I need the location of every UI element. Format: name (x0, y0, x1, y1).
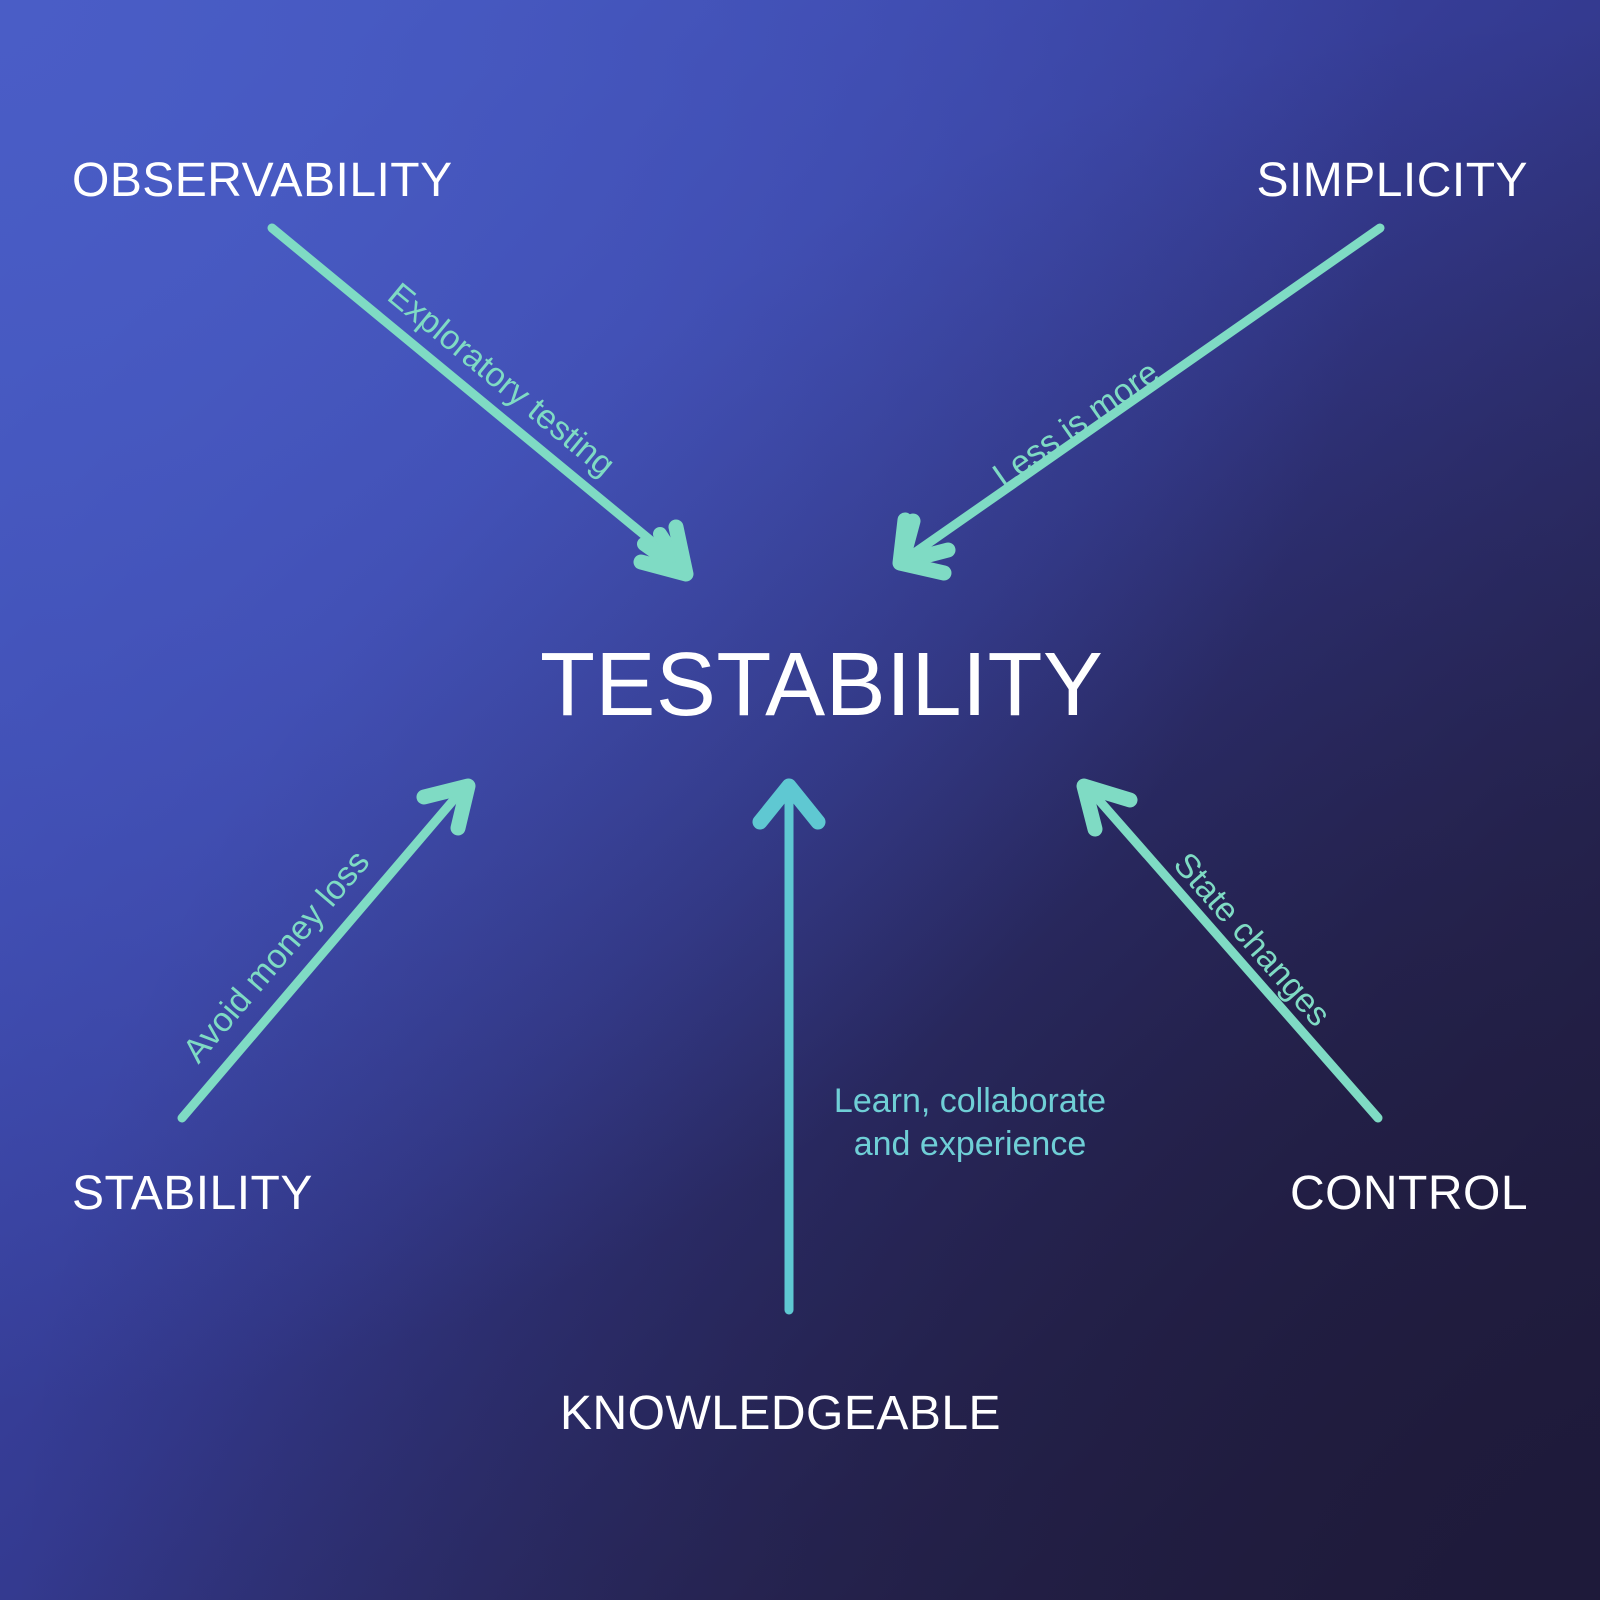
arrow-avoid-money-loss (177, 778, 476, 1123)
edge-label-learn-collaborate-experience: Learn, collaborate and experience (833, 1082, 1107, 1163)
arrow-state-changes (1076, 778, 1383, 1123)
node-label-control: CONTROL (1289, 1167, 1528, 1220)
diagram-center-title: TESTABILITY (540, 635, 1104, 735)
arrow-less-is-more (892, 223, 1385, 581)
node-label-knowledgeable: KNOWLEDGEABLE (560, 1387, 1002, 1440)
node-label-observability: OBSERVABILITY (72, 154, 453, 207)
arrow-learn-collaborate-experience (752, 778, 826, 1315)
arrow-exploratory-testing (267, 223, 694, 582)
node-label-simplicity: SIMPLICITY (1256, 154, 1528, 207)
node-label-stability: STABILITY (72, 1167, 313, 1220)
